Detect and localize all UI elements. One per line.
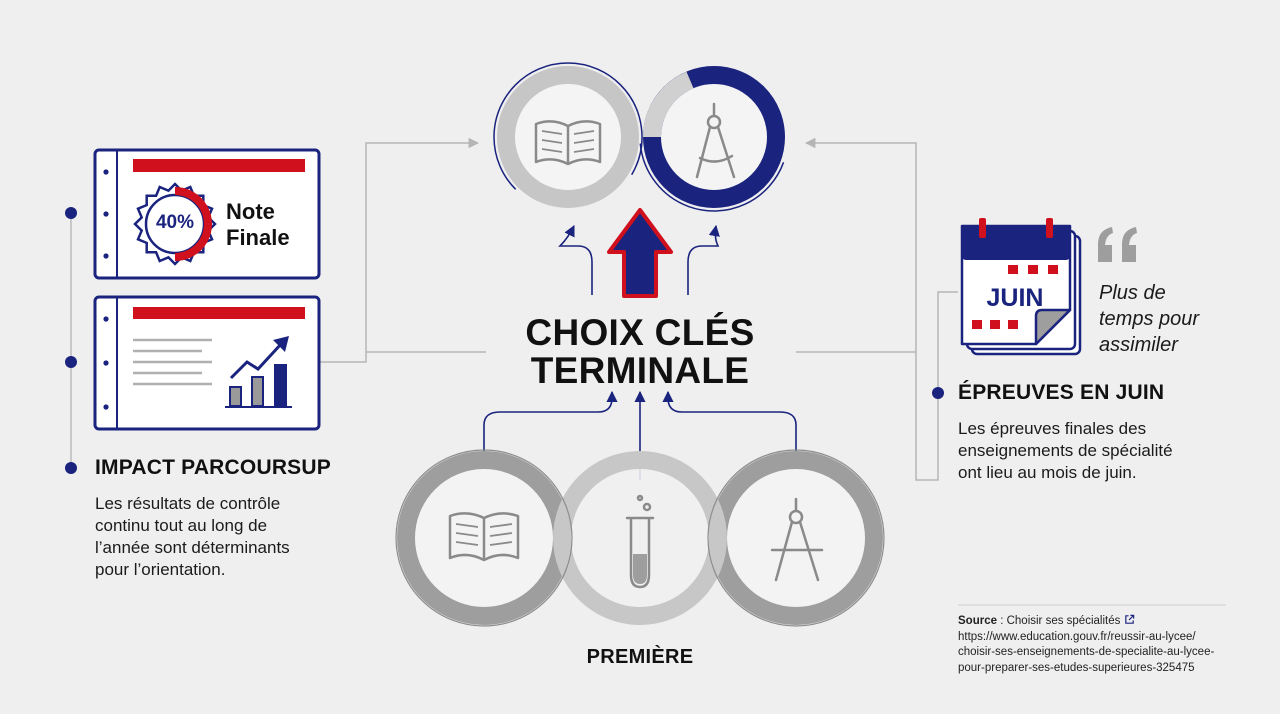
source-heading: Source : Choisir ses spécialités [958,614,1228,630]
impact-parcoursup-text: Les résultats de contrôle continu tout a… [95,493,290,581]
quote-line-1: Plus de [1099,282,1166,304]
drafting-compass-icon [695,102,736,179]
external-link-icon[interactable] [1124,614,1135,625]
rosette-badge-icon [133,182,217,266]
quote-text: Plus de temps pour assimiler [1099,280,1199,358]
calendar-month: JUIN [986,284,1044,312]
right-connectors [796,137,958,481]
big-up-arrow [607,208,673,298]
source-label: Source [958,615,997,627]
note-finale-card [93,148,321,280]
source-url-line-3[interactable]: pour-preparer-ses-etudes-superieures-325… [958,661,1195,674]
epreuves-juin-title: ÉPREUVES EN JUIN [958,381,1165,404]
note-line-1: Note [226,199,275,224]
impact-line-4: pour l’orientation. [95,560,226,579]
impact-parcoursup-title: IMPACT PARCOURSUP [95,456,331,479]
premiere-label: PREMIÈRE [586,646,694,668]
note-finale-label: Note Finale [226,199,290,251]
calendar-icon [960,218,1082,356]
open-book-icon [448,512,520,562]
center-title: CHOIX CLÉS TERMINALE [490,314,790,390]
growth-card [93,295,321,431]
quote-line-3: assimiler [1099,334,1178,356]
epreuves-line-2: enseignements de spécialité [958,441,1173,460]
percent-label: 40% [155,212,195,233]
source-separator: : [997,615,1007,627]
quote-line-2: temps pour [1099,308,1200,330]
note-line-2: Finale [226,225,290,250]
epreuves-line-3: ont lieu au mois de juin. [958,463,1137,482]
terminale-rings [493,62,789,212]
left-timeline [65,207,77,474]
premiere-rings [395,449,885,627]
growth-chart-icon [225,336,292,408]
right-timeline-dot [932,387,944,399]
impact-line-3: l’année sont déterminants [95,538,290,557]
quote-mark-icon [1098,227,1137,262]
source-url-line-2[interactable]: choisir-ses-enseignements-de-specialite-… [958,646,1215,658]
terminale-connectors [558,224,720,295]
source-url-line-1[interactable]: https://www.education.gouv.fr/reussir-au… [958,630,1196,643]
epreuves-line-1: Les épreuves finales des [958,419,1147,438]
test-tube-icon [625,494,655,589]
epreuves-juin-text: Les épreuves finales des enseignements d… [958,418,1173,484]
center-title-line-2: TERMINALE [530,350,750,391]
center-title-line-1: CHOIX CLÉS [525,312,755,353]
impact-line-1: Les résultats de contrôle [95,494,281,513]
source-block: Source : Choisir ses spécialités https:/… [958,614,1228,676]
drafting-compass-icon [770,497,824,582]
open-book-icon [534,120,602,166]
source-title-link[interactable]: Choisir ses spécialités [1006,615,1121,627]
impact-line-2: continu tout au long de [95,516,268,535]
left-connectors [320,137,486,363]
